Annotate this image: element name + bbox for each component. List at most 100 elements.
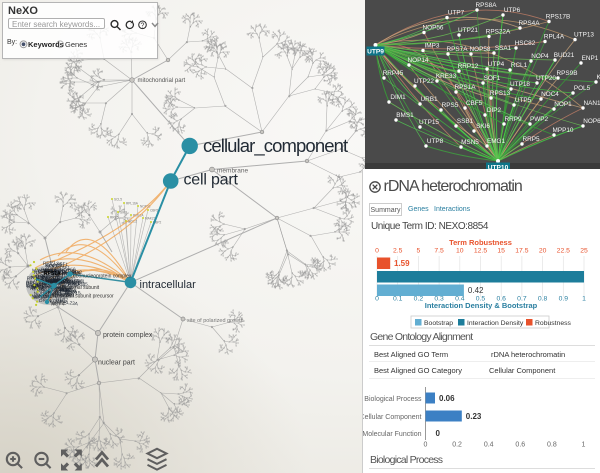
svg-text:UTP7: UTP7 [448,10,465,17]
svg-text:NOP58: NOP58 [470,46,491,53]
svg-text:RPL4B: RPL4B [58,285,73,292]
svg-text:1: 1 [582,296,586,303]
svg-text:RPS24A: RPS24A [34,294,53,301]
svg-text:UTP18: UTP18 [510,81,530,88]
svg-text:SSF1: SSF1 [46,279,59,285]
svg-text:RPS8A: RPS8A [476,2,498,9]
svg-text:RPF2: RPF2 [59,287,72,294]
svg-text:UTP13: UTP13 [574,32,594,39]
svg-text:0.6: 0.6 [496,296,506,303]
svg-text:NOP7: NOP7 [39,294,52,300]
svg-text:7.5: 7.5 [434,248,444,255]
svg-text:YTM1: YTM1 [63,279,77,286]
svg-text:UTP10: UTP10 [488,165,509,170]
svg-text:0.42: 0.42 [468,286,484,295]
svg-text:RRP1: RRP1 [42,276,56,284]
svg-text:NOG1: NOG1 [72,282,86,288]
svg-text:0.2: 0.2 [452,442,462,449]
svg-text:BRX1: BRX1 [66,278,80,286]
svg-text:SSF1: SSF1 [56,261,69,268]
svg-text:DIP2: DIP2 [487,107,502,114]
svg-text:?: ? [141,22,145,29]
svg-text:ERB1: ERB1 [55,268,68,275]
svg-text:BRX1: BRX1 [27,284,40,291]
svg-text:Biological Process: Biological Process [364,396,422,403]
svg-text:RPS24A: RPS24A [57,274,77,282]
svg-text:MAK16: MAK16 [51,284,67,291]
svg-text:UTP9: UTP9 [367,49,384,56]
svg-text:membrane: membrane [217,167,248,174]
svg-text:DRS1: DRS1 [44,274,58,281]
svg-text:NOP58: NOP58 [140,205,151,209]
svg-text:DBP2: DBP2 [153,221,162,225]
svg-text:RPS13: RPS13 [490,90,511,97]
svg-text:RPF2: RPF2 [45,263,58,270]
svg-text:NOP7: NOP7 [36,275,50,282]
svg-text:RPL16A: RPL16A [126,202,139,206]
svg-text:DRS1: DRS1 [26,281,39,287]
svg-text:TIF6: TIF6 [59,292,69,299]
svg-text:NSA2: NSA2 [31,273,44,281]
svg-text:cell part: cell part [184,171,239,188]
svg-text:NOP7: NOP7 [51,272,65,279]
svg-text:MAK21: MAK21 [145,217,156,221]
svg-text:URB1: URB1 [420,96,437,103]
svg-text:RPS11B: RPS11B [53,293,71,300]
svg-text:0.1: 0.1 [393,296,403,303]
svg-text:Robustness: Robustness [535,320,571,327]
svg-text:NOP56: NOP56 [47,278,64,286]
svg-text:MAK16: MAK16 [32,268,48,274]
svg-text:RPS22A: RPS22A [486,28,511,35]
svg-text:15: 15 [497,248,505,255]
svg-text:BMS1: BMS1 [396,112,414,119]
svg-text:Cellular Component: Cellular Component [363,414,422,421]
svg-text:NSA2: NSA2 [34,270,47,276]
svg-text:SCL5: SCL5 [114,198,122,202]
svg-text:UTP21: UTP21 [458,27,478,34]
svg-text:0.8: 0.8 [538,296,548,303]
svg-text:BRX1: BRX1 [51,270,64,277]
svg-text:RPL25: RPL25 [56,288,71,294]
svg-text:UTP8: UTP8 [427,138,444,145]
svg-text:0.4: 0.4 [484,442,494,449]
svg-text:ERB1: ERB1 [26,283,39,289]
svg-text:0.8: 0.8 [547,442,557,449]
svg-text:RPL23A: RPL23A [60,299,79,308]
svg-text:RPL25: RPL25 [52,300,67,307]
svg-text:RRP5: RRP5 [110,216,119,220]
svg-text:10: 10 [456,248,464,255]
svg-text:TIF6: TIF6 [45,288,55,294]
svg-text:1.59: 1.59 [394,259,410,268]
svg-text:SSF1: SSF1 [62,278,75,285]
svg-text:0.5: 0.5 [476,296,486,303]
svg-text:RPS11B: RPS11B [52,286,71,294]
svg-text:RPS1A: RPS1A [455,84,477,91]
svg-text:RPL4B: RPL4B [41,267,57,274]
svg-text:NOG1: NOG1 [48,289,62,296]
svg-text:RPL4B: RPL4B [30,286,46,293]
svg-text:BRX1: BRX1 [47,266,60,274]
svg-text:YTM1: YTM1 [52,263,66,270]
svg-text:CBF5: CBF5 [150,209,158,213]
svg-text:ribosomal subunit precursor: ribosomal subunit precursor [52,294,114,300]
svg-text:RPL23A: RPL23A [35,282,54,290]
svg-text:POL5: POL5 [574,85,591,92]
svg-text:RPS9B: RPS9B [557,70,578,77]
svg-text:RPL23A: RPL23A [41,277,60,284]
svg-text:UTP5: UTP5 [515,97,532,104]
svg-text:DRS1: DRS1 [38,268,51,275]
svg-text:UTP15: UTP15 [419,119,439,126]
svg-text:NAN1: NAN1 [583,100,600,107]
svg-text:MPP10: MPP10 [553,127,574,134]
svg-text:SSF1: SSF1 [73,279,86,286]
svg-text:YTM1: YTM1 [62,292,76,299]
svg-text:RPS4A: RPS4A [519,20,541,27]
svg-text:RPS24A: RPS24A [27,274,47,282]
svg-text:RRP1: RRP1 [45,268,59,275]
svg-text:RPS24A: RPS24A [46,278,66,286]
svg-text:17.5: 17.5 [515,248,528,255]
svg-text:RRP5: RRP5 [522,136,539,143]
svg-text:MAK16: MAK16 [51,269,67,276]
svg-text:TIF6: TIF6 [53,273,64,280]
svg-text:YTM1: YTM1 [49,299,62,305]
